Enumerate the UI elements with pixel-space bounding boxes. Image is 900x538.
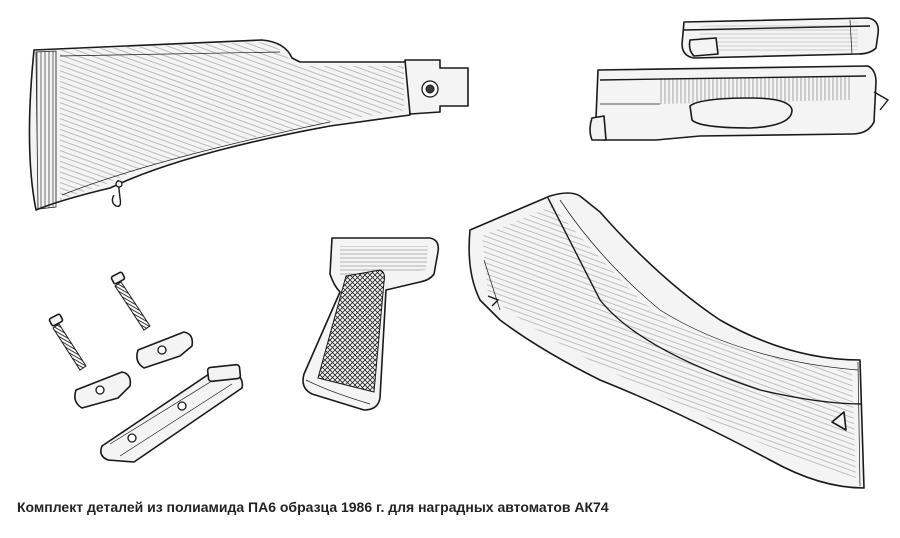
figure-caption: Комплект деталей из полиамида ПА6 образц…: [17, 499, 609, 515]
pistol-grip: [302, 237, 440, 411]
upper-handguard: [681, 17, 880, 59]
parts-drawing: [28, 17, 890, 489]
lower-handguard: [589, 65, 890, 141]
screw-2: [48, 313, 87, 371]
magazine: [468, 192, 865, 489]
buttstock: [28, 39, 469, 211]
bracket: [100, 363, 244, 463]
screw-1: [110, 271, 151, 331]
screws: [48, 271, 151, 371]
washers: [74, 331, 194, 409]
